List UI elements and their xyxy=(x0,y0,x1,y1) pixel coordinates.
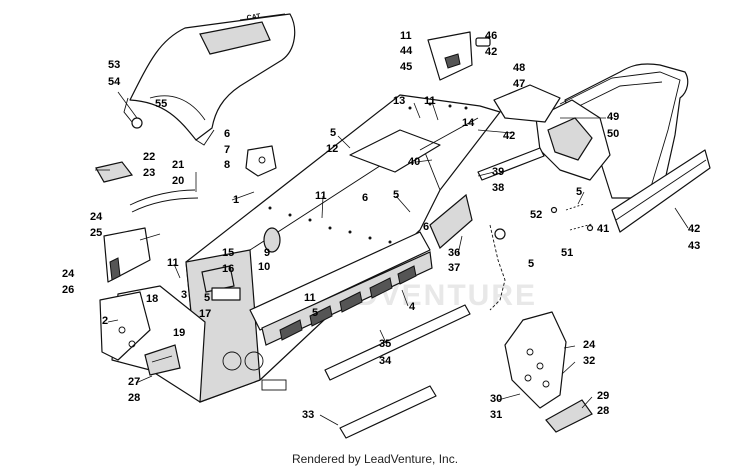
callout-c54: 54 xyxy=(108,76,121,88)
callout-c4: 4 xyxy=(409,301,416,313)
callout-c10: 10 xyxy=(258,261,270,273)
callout-c30: 30 xyxy=(490,393,502,405)
callout-c53: 53 xyxy=(108,59,120,71)
callout-c48: 48 xyxy=(513,62,525,74)
chain-strap xyxy=(489,224,506,311)
callout-c46: 46 xyxy=(485,30,497,42)
callout-c17: 17 xyxy=(199,308,211,320)
callout-c11d: 11 xyxy=(167,257,179,269)
callout-c51: 51 xyxy=(561,247,573,259)
callout-c23: 23 xyxy=(143,167,155,179)
footer-credit: Rendered by LeadVenture, Inc. xyxy=(291,452,459,466)
callout-c16: 16 xyxy=(222,263,234,275)
callout-c33: 33 xyxy=(302,409,314,421)
callout-c28b: 28 xyxy=(597,405,609,417)
callout-c36: 36 xyxy=(448,247,460,259)
callout-c12: 12 xyxy=(326,143,338,155)
rail-cutouts xyxy=(279,265,417,341)
callout-c6b: 6 xyxy=(362,192,368,204)
long-bar xyxy=(319,304,471,439)
mid-bracket xyxy=(245,145,277,177)
callout-c37: 37 xyxy=(448,262,460,274)
callout-c27: 27 xyxy=(128,376,140,388)
callout-c52: 52 xyxy=(530,209,542,221)
callout-c6a: 6 xyxy=(224,128,230,140)
tunnel-rivets xyxy=(268,102,468,244)
callout-c21: 21 xyxy=(172,159,184,171)
footwell-plate xyxy=(504,311,567,409)
step-plate xyxy=(144,344,181,376)
callout-c5e: 5 xyxy=(204,292,210,304)
callout-c43: 43 xyxy=(688,240,700,252)
round-cover xyxy=(263,227,281,253)
callout-c25: 25 xyxy=(90,227,102,239)
callout-c49: 49 xyxy=(607,111,619,123)
callout-c41: 41 xyxy=(597,223,609,235)
upper-bracket xyxy=(427,31,491,81)
side-bracket xyxy=(103,189,199,283)
callout-c26: 26 xyxy=(62,284,74,296)
callout-c5c: 5 xyxy=(576,186,582,198)
seat: CAT xyxy=(123,13,296,146)
callout-c3: 3 xyxy=(181,289,187,301)
rear-hardware xyxy=(550,203,594,232)
callout-c45: 45 xyxy=(400,61,412,73)
callout-c11e: 11 xyxy=(304,292,316,304)
callout-c5b: 5 xyxy=(393,189,399,201)
callout-c47: 47 xyxy=(513,78,525,90)
callout-c24a: 24 xyxy=(90,211,103,223)
callout-c9: 9 xyxy=(264,247,270,259)
callout-c13: 13 xyxy=(393,95,405,107)
callout-c28a: 28 xyxy=(128,392,140,404)
rear-trim-strip xyxy=(611,149,711,233)
callout-c5d: 5 xyxy=(528,258,534,270)
left-lower-bracket xyxy=(99,291,151,361)
callout-c20: 20 xyxy=(172,175,184,187)
leader-lines xyxy=(95,101,689,409)
callout-c2: 2 xyxy=(102,315,108,327)
control-module xyxy=(201,265,241,301)
callout-c15: 15 xyxy=(222,247,234,259)
strap xyxy=(477,147,545,181)
callout-c40: 40 xyxy=(408,156,420,168)
callout-c5f: 5 xyxy=(312,307,318,319)
callout-c5a: 5 xyxy=(330,127,336,139)
callout-c32: 32 xyxy=(583,355,595,367)
callout-c14: 14 xyxy=(462,117,475,129)
callout-c44: 44 xyxy=(400,45,413,57)
callout-c50: 50 xyxy=(607,128,619,140)
callout-c19: 19 xyxy=(173,327,185,339)
callout-c55: 55 xyxy=(155,98,167,110)
rear-mount xyxy=(429,193,473,249)
seat-fastener xyxy=(117,91,143,129)
callout-c11c: 11 xyxy=(315,190,327,202)
callout-c11b: 11 xyxy=(424,95,436,107)
seat-emblem: CAT xyxy=(246,13,261,22)
callout-c42c: 42 xyxy=(688,223,700,235)
callout-c35: 35 xyxy=(379,338,391,350)
footwell-pad xyxy=(545,399,593,433)
side-rail xyxy=(249,231,433,346)
footrest-pad xyxy=(95,161,134,183)
callout-c42b: 42 xyxy=(503,130,515,142)
callout-c8: 8 xyxy=(224,159,230,171)
callout-c42a: 42 xyxy=(485,46,497,58)
callout-c11a: 11 xyxy=(400,30,412,42)
flap xyxy=(493,84,561,123)
callout-c24b: 24 xyxy=(62,268,75,280)
callout-c1: 1 xyxy=(233,194,239,206)
callout-c22: 22 xyxy=(143,151,155,163)
callout-c31: 31 xyxy=(490,409,502,421)
callout-c38: 38 xyxy=(492,182,504,194)
callout-c39: 39 xyxy=(492,166,504,178)
callout-c29: 29 xyxy=(597,390,609,402)
callout-c18: 18 xyxy=(146,293,158,305)
callout-c6c: 6 xyxy=(423,221,429,233)
callout-c24c: 24 xyxy=(583,339,596,351)
callout-c34: 34 xyxy=(379,355,392,367)
callout-c7: 7 xyxy=(224,144,230,156)
